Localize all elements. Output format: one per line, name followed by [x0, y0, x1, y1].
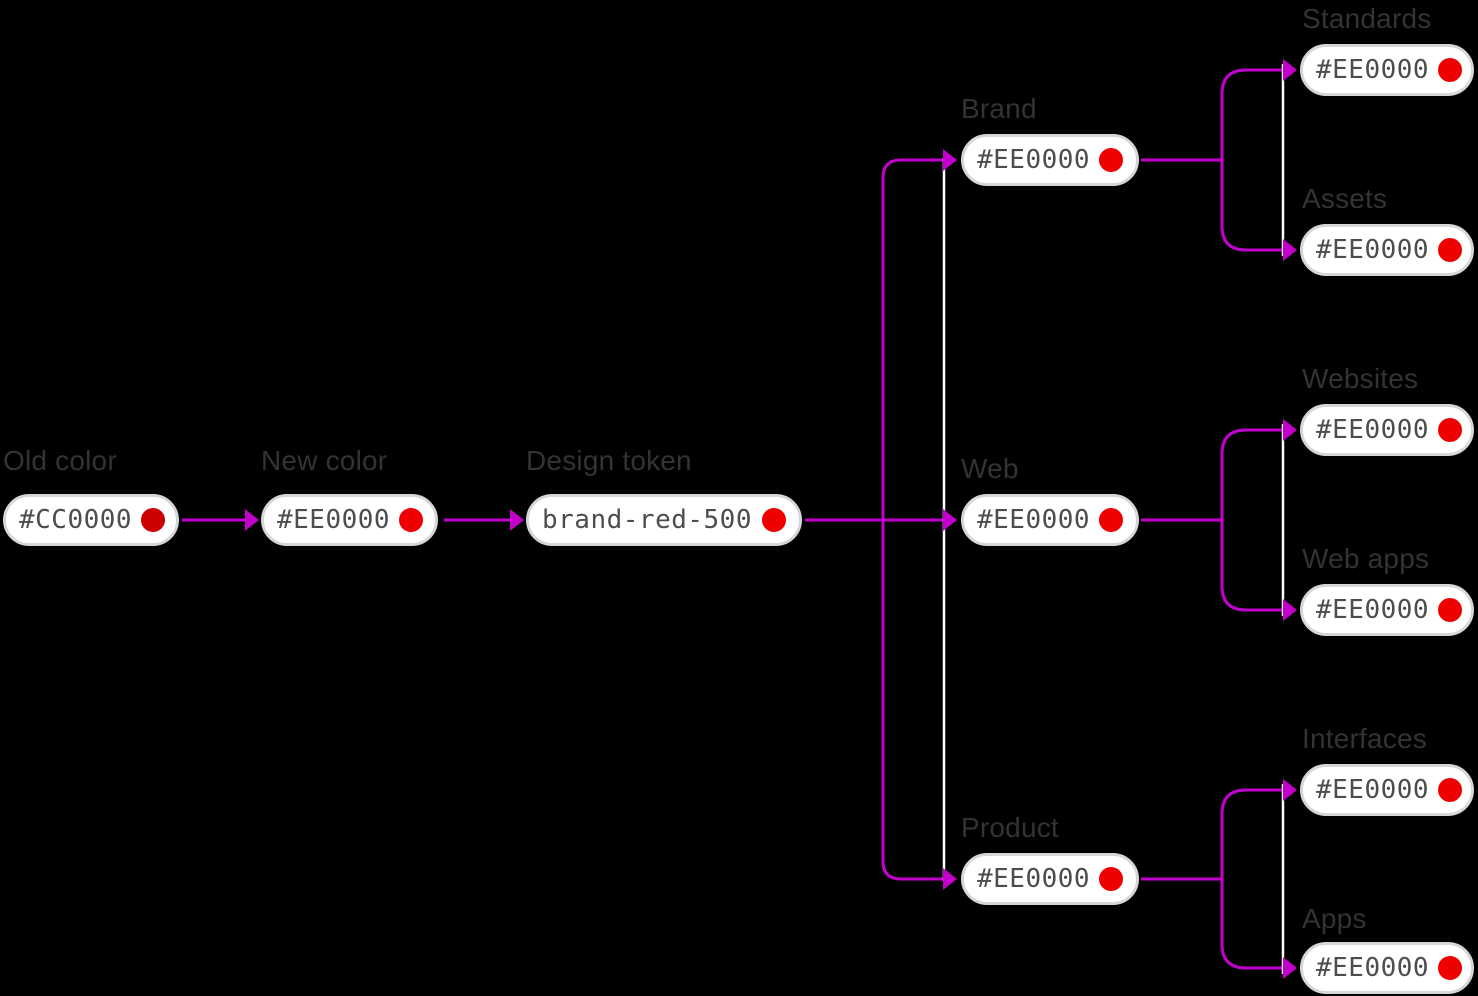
color-swatch-icon — [1438, 58, 1463, 82]
node-pill-web-apps: #EE0000 — [1300, 584, 1474, 636]
node-pill-standards: #EE0000 — [1300, 44, 1474, 96]
node-label-web: Web — [961, 453, 1019, 484]
node-pill-old-color: #CC0000 — [3, 494, 179, 546]
color-value: #EE0000 — [1316, 953, 1430, 983]
color-value: #EE0000 — [1316, 775, 1430, 805]
color-value: #EE0000 — [1316, 415, 1430, 445]
edge-product-bracket — [1220, 788, 1283, 970]
node-label-web-apps: Web apps — [1302, 543, 1430, 574]
node-pill-assets: #EE0000 — [1300, 224, 1474, 276]
node-label-new-color: New color — [261, 445, 388, 476]
node-pill-product: #EE0000 — [961, 853, 1139, 905]
arrowhead-new — [245, 509, 259, 531]
color-swatch-icon — [141, 508, 166, 532]
arrowhead-interfaces — [1283, 779, 1297, 801]
node-label-product: Product — [961, 812, 1059, 843]
color-swatch-icon — [399, 508, 424, 532]
color-swatch-icon — [1099, 867, 1124, 891]
node-label-design-token: Design token — [526, 445, 692, 476]
arrowhead-product — [943, 868, 957, 890]
color-swatch-icon — [1438, 956, 1463, 980]
node-pill-websites: #EE0000 — [1300, 404, 1474, 456]
node-pill-interfaces: #EE0000 — [1300, 764, 1474, 816]
arrowhead-standards — [1283, 59, 1297, 81]
arrowheads — [245, 59, 1297, 979]
color-swatch-icon — [1438, 778, 1463, 802]
node-pill-new-color: #EE0000 — [261, 494, 438, 546]
color-value: #EE0000 — [1316, 55, 1430, 85]
color-swatch-icon — [762, 508, 786, 532]
color-value: #CC0000 — [19, 505, 133, 535]
color-swatch-icon — [1099, 508, 1124, 532]
color-swatch-icon — [1099, 148, 1124, 172]
node-label-old-color: Old color — [3, 445, 117, 476]
color-swatch-icon — [1438, 598, 1463, 622]
edge-brand-bracket — [1220, 68, 1283, 252]
edge-web-bracket — [1220, 428, 1283, 612]
color-value: #EE0000 — [1316, 595, 1430, 625]
token-value: brand-red-500 — [542, 505, 752, 535]
node-label-apps: Apps — [1302, 903, 1367, 934]
node-label-standards: Standards — [1302, 3, 1432, 34]
node-label-assets: Assets — [1302, 183, 1388, 214]
magenta-edges — [182, 68, 1283, 970]
color-value: #EE0000 — [1316, 235, 1430, 265]
color-value: #EE0000 — [977, 864, 1091, 894]
arrowhead-apps — [1283, 957, 1297, 979]
node-pill-brand: #EE0000 — [961, 134, 1139, 186]
node-pill-apps: #EE0000 — [1300, 942, 1474, 994]
arrowhead-token — [510, 509, 524, 531]
node-pill-design-token: brand-red-500 — [526, 494, 802, 546]
node-label-brand: Brand — [961, 93, 1037, 124]
arrowhead-websites — [1283, 419, 1297, 441]
color-swatch-icon — [1438, 418, 1463, 442]
node-label-interfaces: Interfaces — [1302, 723, 1427, 754]
color-value: #EE0000 — [277, 505, 391, 535]
edge-branch-spine — [881, 158, 943, 881]
node-pill-web: #EE0000 — [961, 494, 1139, 546]
arrowhead-assets — [1283, 239, 1297, 261]
color-value: #EE0000 — [977, 505, 1091, 535]
color-value: #EE0000 — [977, 145, 1091, 175]
arrowhead-brand — [943, 149, 957, 171]
node-label-websites: Websites — [1302, 363, 1419, 394]
arrowhead-web — [943, 509, 957, 531]
color-swatch-icon — [1438, 238, 1463, 262]
arrowhead-web-apps — [1283, 599, 1297, 621]
